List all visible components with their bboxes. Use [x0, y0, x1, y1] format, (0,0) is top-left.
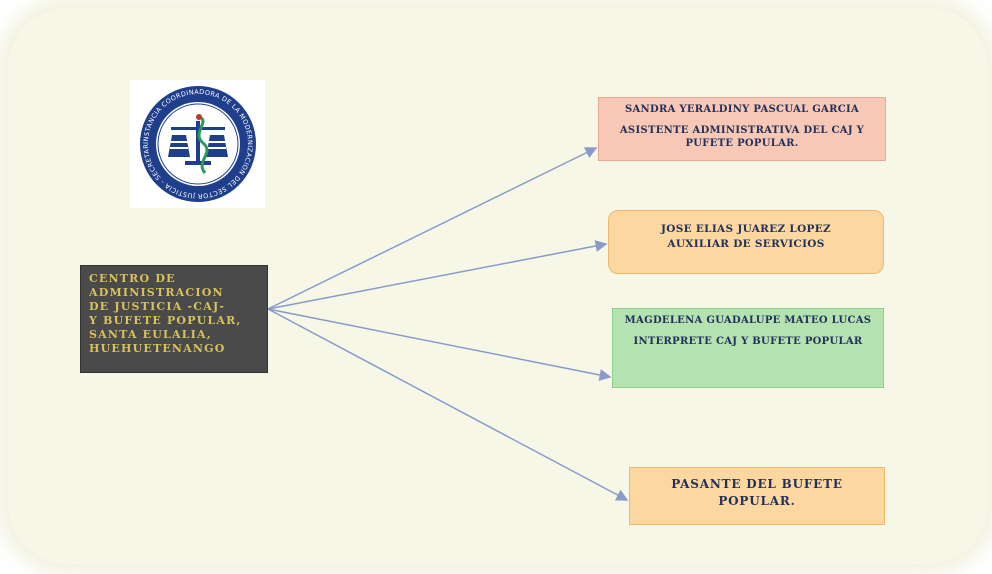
node-sandra-name: SANDRA YERALDINY PASCUAL GARCIA: [624, 104, 860, 115]
node-jose-role: AUXILIAR DE SERVICIOS: [667, 238, 825, 250]
node-jose: JOSE ELIAS JUAREZ LOPEZ AUXILIAR DE SERV…: [608, 210, 884, 274]
node-sandra: SANDRA YERALDINY PASCUAL GARCIA ASISTENT…: [598, 97, 886, 161]
node-magdelena-role: INTERPRETE CAJ Y BUFETE POPULAR: [633, 336, 863, 347]
node-magdelena: MAGDELENA GUADALUPE MATEO LUCAS INTERPRE…: [612, 308, 884, 388]
node-pasante: PASANTE DEL BUFETE POPULAR.: [629, 467, 885, 525]
node-jose-name: JOSE ELIAS JUAREZ LOPEZ: [660, 223, 832, 235]
node-sandra-role: ASISTENTE ADMINISTRATIVA DEL CAJ Y PUFET…: [619, 125, 865, 149]
source-node-caj: CENTRO DE ADMINISTRACION DE JUSTICIA -CA…: [80, 265, 268, 373]
node-magdelena-name: MAGDELENA GUADALUPE MATEO LUCAS: [624, 315, 872, 326]
institution-logo: INSTANCIA COORDINADORA DE LA MODERNIZACI…: [130, 80, 265, 208]
node-pasante-name: PASANTE DEL BUFETE POPULAR.: [671, 477, 843, 508]
scales-of-justice-seal-icon: INSTANCIA COORDINADORA DE LA MODERNIZACI…: [135, 83, 256, 202]
